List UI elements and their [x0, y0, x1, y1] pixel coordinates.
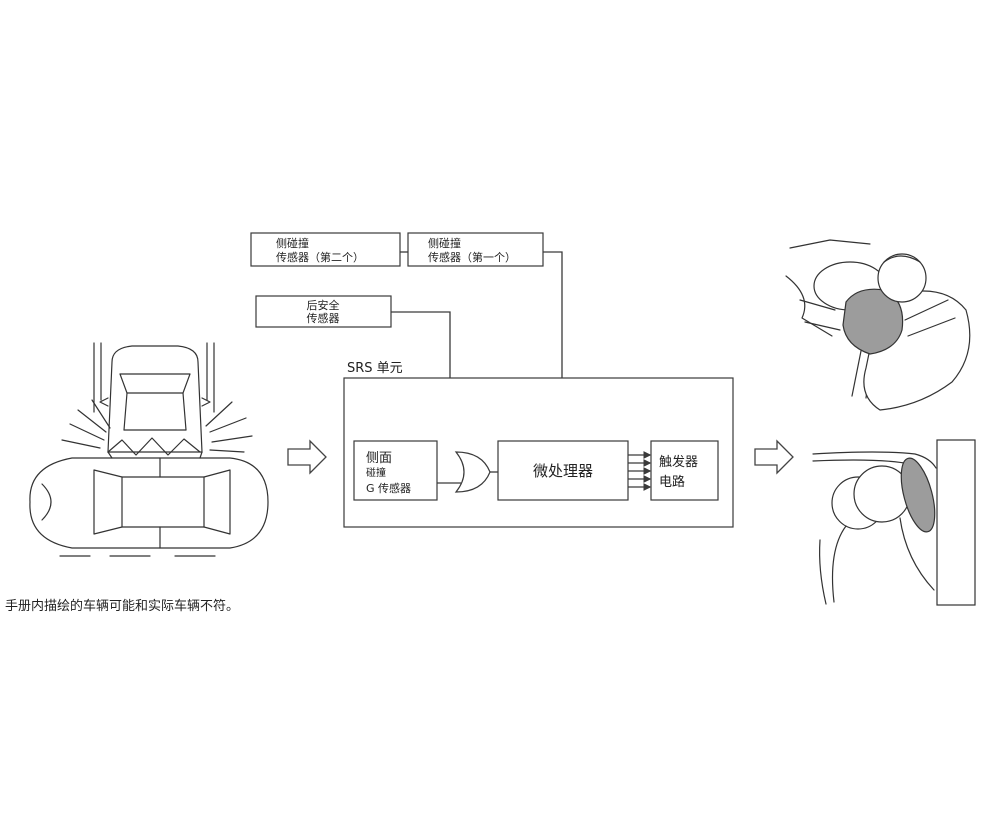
signal-bus: [628, 451, 652, 491]
curtain-airbag: [900, 457, 936, 533]
side-impact-sensor-first: 侧碰撞 传感器（第一个）: [407, 232, 544, 267]
impact-burst-right: [205, 401, 253, 453]
sensor-label-line2: 传感器（第一个）: [428, 250, 516, 264]
g-sensor-label-line3: G 传感器: [366, 482, 411, 495]
crash-illustration: [29, 342, 269, 557]
striking-car: [99, 345, 211, 453]
flow-arrow-left: [287, 439, 327, 475]
disclaimer-caption: 手册内描绘的车辆可能和实际车辆不符。: [5, 598, 239, 614]
trigger-circuit: 触发器 电路: [650, 440, 719, 501]
g-sensor-label-line2: 碰撞: [366, 466, 386, 479]
sensor-label-line1: 后安全: [307, 298, 340, 312]
motion-lines: [93, 342, 215, 413]
impact-burst-left: [61, 399, 111, 449]
side-g-sensor: 侧面 碰撞 G 传感器: [353, 440, 438, 501]
sensor-label-line2: 传感器（第二个）: [276, 250, 364, 264]
curtain-airbag-illustration: [812, 439, 976, 606]
sensor-label-line1: 侧碰撞: [428, 236, 461, 250]
occupant-head: [877, 253, 927, 303]
struck-car: [29, 451, 269, 549]
g-sensor-label-line1: 侧面: [366, 451, 392, 466]
or-gate-symbol: [454, 451, 491, 493]
seat-airbag-illustration: [785, 239, 971, 411]
rear-safety-sensor: 后安全 传感器: [255, 295, 392, 328]
crumple-line: [107, 437, 201, 456]
trigger-circuit-label-line2: 电路: [659, 474, 685, 490]
sensor-label-line2: 传感器: [307, 312, 340, 325]
deployed-airbag: [842, 288, 904, 355]
srs-unit-label: SRS 单元: [347, 361, 403, 376]
microprocessor-label: 微处理器: [533, 462, 593, 480]
microprocessor: 微处理器: [497, 440, 629, 501]
sensor-label-line1: 侧碰撞: [276, 236, 309, 250]
flow-arrow-right: [754, 439, 794, 475]
side-window-pillar: [936, 439, 976, 606]
side-impact-sensor-second: 侧碰撞 传感器（第二个）: [250, 232, 401, 267]
trigger-circuit-label-line1: 触发器: [659, 454, 698, 470]
